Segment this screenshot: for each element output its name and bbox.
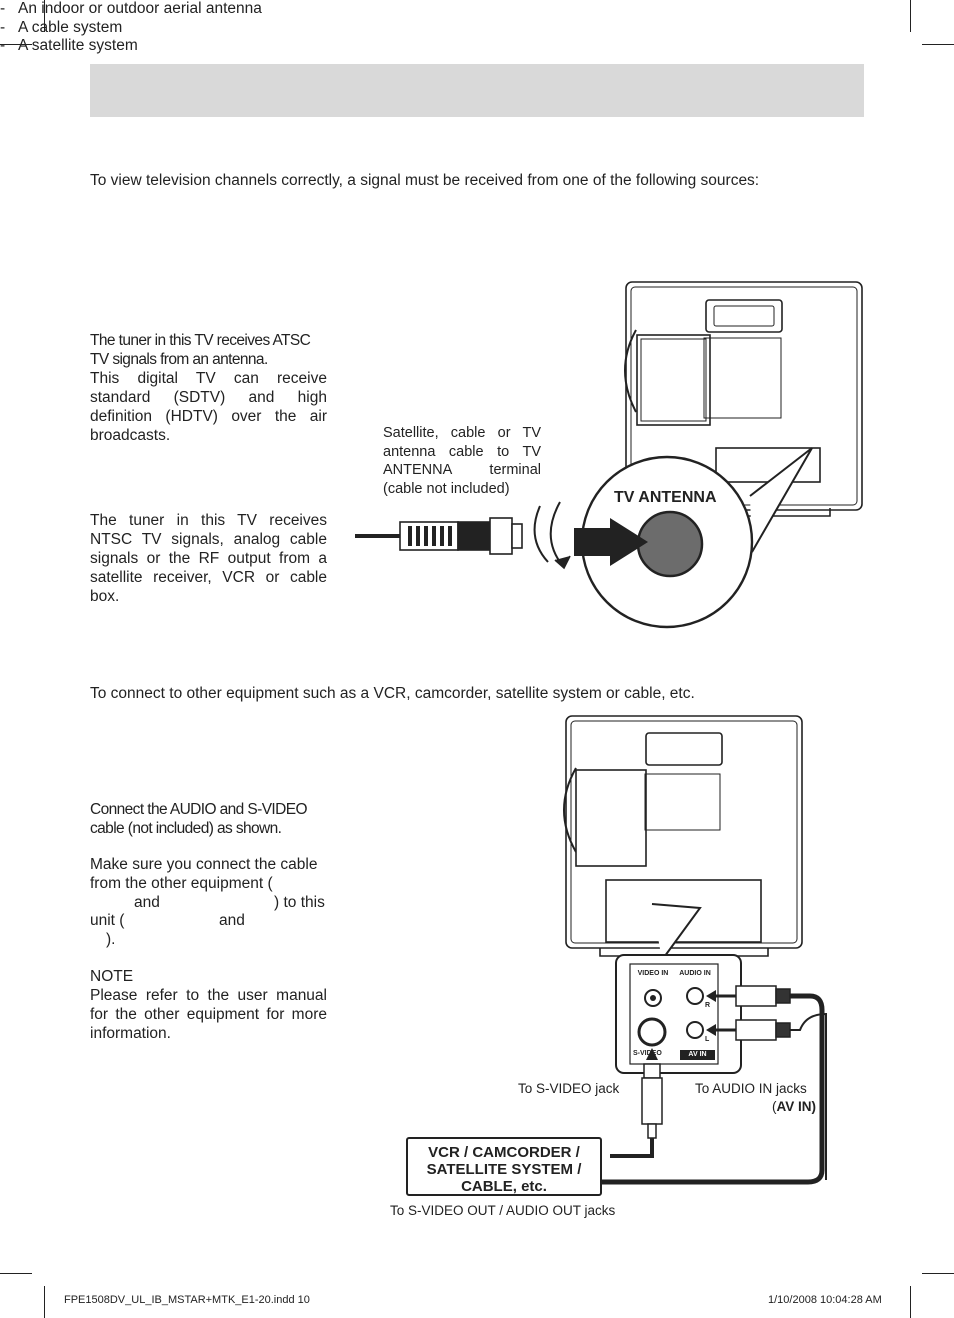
panel-svideo-label: S-VIDEO (633, 1050, 662, 1057)
make-sure-unit: unit ( (90, 912, 125, 929)
source-list: An indoor or outdoor aerial antenna A ca… (0, 0, 400, 56)
panel-r-label: R (705, 1002, 711, 1009)
crop-mark (922, 1273, 954, 1274)
crop-mark (910, 0, 911, 32)
antenna-caption: Satellite, cable or TV antenna cable to … (383, 425, 541, 497)
to-svideo-caption: To S-VIDEO jack (518, 1081, 620, 1096)
make-sure-close: ). (106, 931, 116, 948)
av-in-caption: (AV IN) (772, 1099, 816, 1115)
av-in-paren: ( (772, 1099, 777, 1114)
av-in-panel (615, 903, 742, 1074)
other-equipment-text: To connect to other equipment such as a … (90, 685, 695, 702)
footer-date: 1/10/2008 10:04:28 AM (768, 1294, 882, 1306)
intro-text: To view television channels correctly, a… (90, 172, 760, 189)
list-item: A satellite system (0, 37, 400, 56)
panel-audio-in-label: AUDIO IN (679, 970, 711, 977)
note-text: Please refer to the user manual for the … (90, 987, 327, 1042)
ntsc-paragraph: The tuner in this TV receives NTSC TV si… (90, 512, 327, 605)
make-sure-line2: from the other equipment ( (90, 875, 273, 892)
crop-mark (44, 1286, 45, 1318)
make-sure-line1: Make sure you connect the cable (90, 856, 318, 873)
header-bar (90, 64, 864, 117)
crop-mark (0, 1273, 32, 1274)
tv-antenna-label: TV ANTENNA (614, 489, 717, 506)
atsc-paragraph-line1: The tuner in this TV receives ATSC TV si… (90, 332, 311, 368)
antenna-terminal (636, 510, 704, 578)
tv-back-illustration (624, 281, 863, 517)
make-sure-to-this: ) to this (274, 894, 325, 911)
crop-mark (910, 1286, 911, 1318)
panel-video-in-label: VIDEO IN (637, 970, 669, 977)
to-audio-in-caption: To AUDIO IN jacks (695, 1081, 807, 1096)
footer-file: FPE1508DV_UL_IB_MSTAR+MTK_E1-20.indd 10 (64, 1294, 310, 1306)
note-heading: NOTE (90, 968, 134, 985)
panel-av-in-label: AV IN (688, 1051, 707, 1058)
crop-mark (922, 44, 954, 45)
make-sure-and-1: and (134, 894, 160, 911)
list-item: A cable system (0, 19, 400, 38)
atsc-paragraph-line2: This digital TV can receive standard (SD… (90, 370, 327, 444)
list-item: An indoor or outdoor aerial antenna (0, 0, 400, 19)
to-outputs-caption: To S-VIDEO OUT / AUDIO OUT jacks (390, 1203, 616, 1218)
tv-back-illustration-2 (563, 715, 803, 957)
connect-paragraph: Connect the AUDIO and S-VIDEO cable (not… (90, 801, 308, 837)
device-label: VCR / CAMCORDER / SATELLITE SYSTEM / CAB… (406, 1137, 602, 1196)
av-in-bold: AV IN) (776, 1099, 817, 1114)
panel-l-label: L (705, 1036, 710, 1043)
make-sure-and-2: and (219, 912, 245, 929)
